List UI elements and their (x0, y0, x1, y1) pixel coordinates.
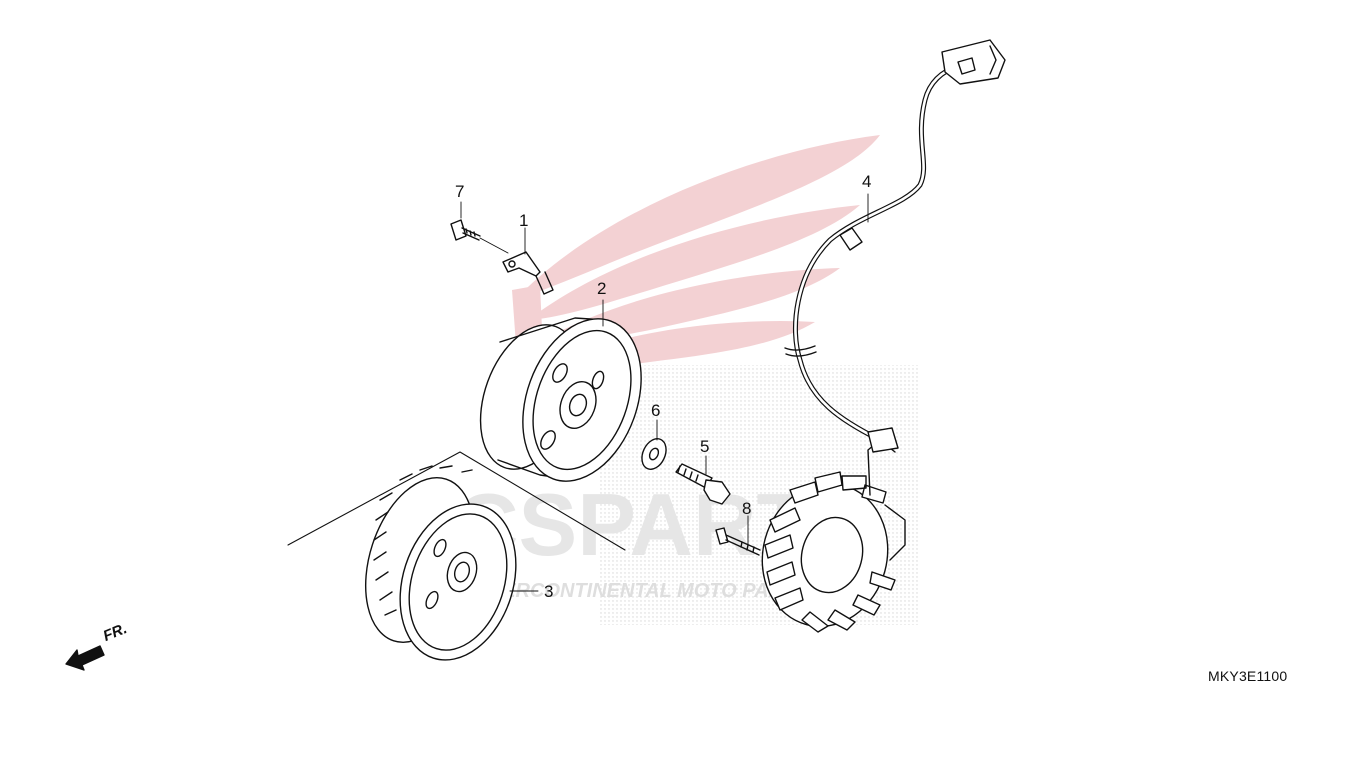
leader-7 (479, 237, 509, 254)
part-5-bolt (675, 463, 731, 505)
part-8-bolt (715, 527, 761, 556)
callout-7: 7 (455, 182, 465, 201)
part-6-washer (641, 438, 667, 470)
callout-2: 2 (597, 279, 607, 298)
callout-5: 5 (700, 437, 710, 456)
callout-3: 3 (544, 582, 554, 601)
part-3-gear (287, 451, 626, 661)
front-arrow-icon (65, 645, 105, 671)
part-4-harness (784, 39, 1006, 453)
callout-6: 6 (651, 401, 661, 420)
part-1-bracket (502, 251, 554, 295)
callout-1: 1 (519, 211, 529, 230)
part-4-stator (761, 439, 906, 633)
diagram-code: MKY3E1100 (1208, 668, 1288, 684)
part-7-bolt (450, 219, 481, 241)
part-2-flywheel (479, 317, 642, 482)
callout-8: 8 (742, 499, 752, 518)
callout-4: 4 (862, 172, 872, 191)
watermark-tagline: INTERCONTINENTAL MOTO PARTS (470, 580, 809, 602)
